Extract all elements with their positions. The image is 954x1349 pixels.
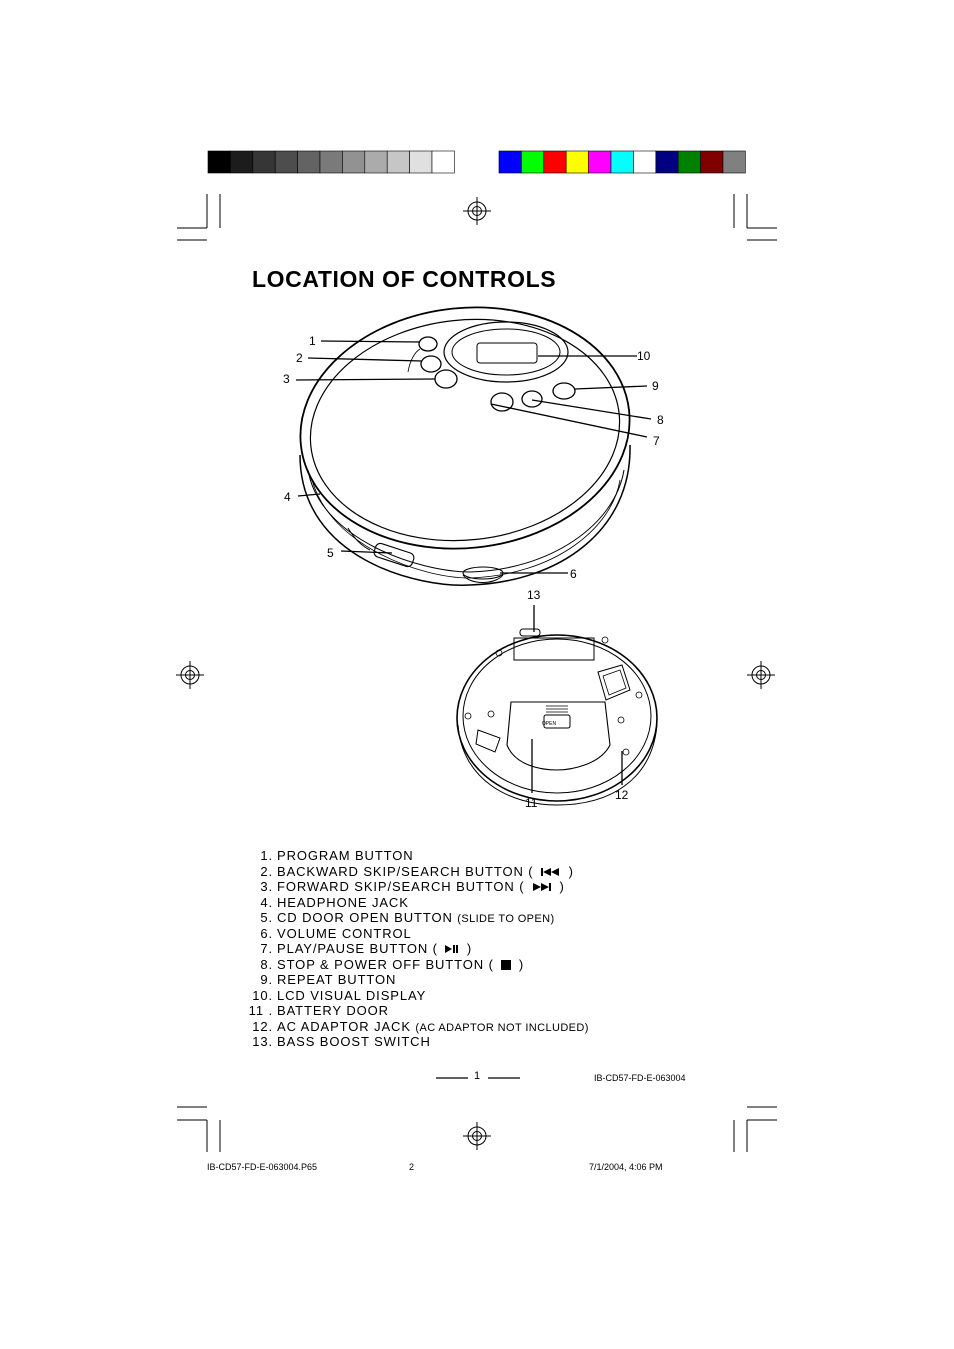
item-number: 10. xyxy=(252,987,273,1003)
item-number: 7. xyxy=(260,941,273,956)
control-list-item: 13. BASS BOOST SWITCH xyxy=(240,1034,589,1050)
callout-11: 11 xyxy=(525,796,538,810)
control-list-item: 11 . BATTERY DOOR xyxy=(240,1003,589,1019)
item-label: BACKWARD SKIP/SEARCH BUTTON ( xyxy=(277,863,534,879)
control-list-item: 5. CD DOOR OPEN BUTTON (SLIDE TO OPEN) xyxy=(240,910,589,926)
item-number: 5. xyxy=(260,910,273,925)
item-label: CD DOOR OPEN BUTTON xyxy=(277,910,453,925)
item-number: 2. xyxy=(260,863,273,879)
control-list-item: 7. PLAY/PAUSE BUTTON ( ) xyxy=(240,941,589,957)
item-note: (AC ADAPTOR NOT INCLUDED) xyxy=(415,1021,589,1034)
callout-9: 9 xyxy=(652,379,659,393)
callout-12: 12 xyxy=(615,788,629,802)
item-label: REPEAT BUTTON xyxy=(277,972,397,987)
page-number: 1 xyxy=(474,1070,481,1082)
item-label-close: ) xyxy=(559,879,565,894)
control-list-item: 12.AC ADAPTOR JACK (AC ADAPTOR NOT INCLU… xyxy=(240,1019,589,1035)
item-label: VOLUME CONTROL xyxy=(277,925,412,941)
file-name: IB-CD57-FD-E-063004.P65 xyxy=(207,1162,318,1172)
item-number: 3. xyxy=(260,879,273,894)
play-pause-icon xyxy=(438,941,467,956)
item-label-close: ) xyxy=(466,941,473,956)
callout-8: 8 xyxy=(657,413,664,427)
item-label: PROGRAM BUTTON xyxy=(277,848,414,863)
stop-icon xyxy=(494,957,519,972)
cd-player-bottom-view xyxy=(456,628,658,806)
control-list-item: 9. REPEAT BUTTON xyxy=(240,972,589,988)
item-label-close: ) xyxy=(568,863,574,879)
page-title: LOCATION OF CONTROLS xyxy=(252,266,557,292)
color-swatch xyxy=(722,150,746,174)
callout-10: 10 xyxy=(637,349,651,363)
color-calibration-bar xyxy=(207,150,746,174)
control-list-item: 8.STOP & POWER OFF BUTTON ( ) xyxy=(240,957,589,973)
callout-13: 13 xyxy=(527,588,541,602)
callout-5: 5 xyxy=(327,546,334,560)
cd-player-top-view xyxy=(299,306,631,586)
item-label: BASS BOOST SWITCH xyxy=(277,1034,431,1049)
skip-back-icon xyxy=(534,864,569,879)
print-timestamp: 7/1/2004, 4:06 PM xyxy=(589,1162,663,1172)
item-label: BATTERY DOOR xyxy=(277,1003,389,1018)
item-number: 11 . xyxy=(248,1003,273,1018)
item-label-close: ) xyxy=(518,956,525,972)
item-number: 1. xyxy=(260,848,273,863)
control-list-item: 3. FORWARD SKIP/SEARCH BUTTON ( ) xyxy=(240,879,589,895)
callout-2: 2 xyxy=(296,351,303,365)
open-label: OPEN xyxy=(542,721,557,727)
item-label: LCD VISUAL DISPLAY xyxy=(277,987,427,1003)
item-number: 4. xyxy=(260,894,273,910)
gray-swatch xyxy=(431,150,455,174)
control-list-item: 2.BACKWARD SKIP/SEARCH BUTTON ( ) xyxy=(240,864,589,880)
item-number: 9. xyxy=(260,972,273,987)
item-number: 13. xyxy=(252,1034,273,1049)
registration-target-icons xyxy=(176,197,775,1150)
item-label: AC ADAPTOR JACK xyxy=(277,1018,411,1034)
callout-4: 4 xyxy=(284,490,291,504)
callout-6: 6 xyxy=(570,567,577,581)
item-number: 12. xyxy=(252,1018,273,1034)
control-list-item: 1. PROGRAM BUTTON xyxy=(240,848,589,864)
callout-7: 7 xyxy=(653,434,660,448)
item-label: HEADPHONE JACK xyxy=(277,894,409,910)
callout-leader-lines xyxy=(295,340,652,793)
item-label: STOP & POWER OFF BUTTON ( xyxy=(277,956,494,972)
item-number: 6. xyxy=(260,925,273,941)
control-list-item: 4.HEADPHONE JACK xyxy=(240,895,589,911)
item-label: PLAY/PAUSE BUTTON ( xyxy=(277,941,438,956)
doc-code: IB-CD57-FD-E-063004 xyxy=(594,1073,686,1083)
skip-forward-icon xyxy=(524,879,559,894)
control-list-item: 6.VOLUME CONTROL xyxy=(240,926,589,942)
item-number: 8. xyxy=(260,956,273,972)
item-label: FORWARD SKIP/SEARCH BUTTON ( xyxy=(277,879,525,894)
callout-1: 1 xyxy=(309,334,316,348)
page-number-rules xyxy=(436,1077,520,1079)
item-note: (SLIDE TO OPEN) xyxy=(457,913,555,925)
callout-3: 3 xyxy=(283,372,290,386)
sheet-number: 2 xyxy=(409,1162,415,1172)
control-list-item: 10.LCD VISUAL DISPLAY xyxy=(240,988,589,1004)
